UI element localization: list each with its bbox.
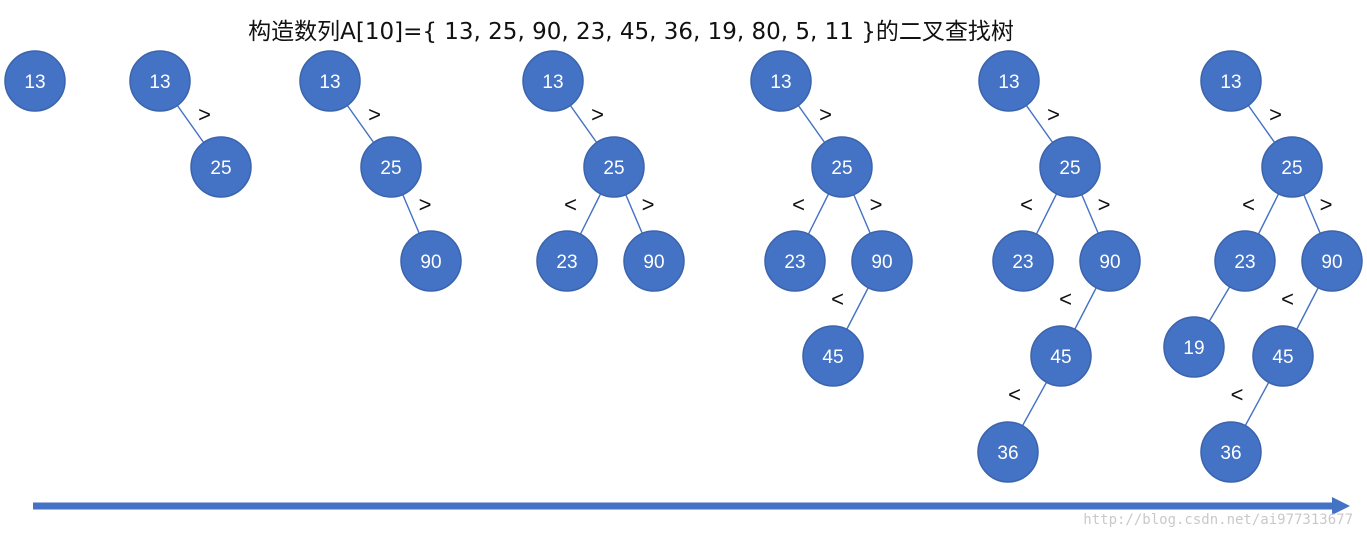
tree-node-label: 90 [871, 252, 892, 273]
comparison-label: < [792, 192, 805, 217]
tree-snapshot-7: > < > < <13 25 23 90 19 45 36 [1163, 50, 1363, 483]
tree-snapshot-5: > < > <13 25 23 90 45 [750, 50, 913, 387]
comparison-label: < [1281, 287, 1294, 312]
comparison-label: > [368, 102, 381, 127]
tree-node-label: 45 [1272, 347, 1293, 368]
comparison-label: < [1008, 382, 1021, 407]
tree-node [1200, 421, 1262, 483]
timeline-arrow-head [1332, 497, 1350, 515]
comparison-label: < [1242, 192, 1255, 217]
tree-node [811, 136, 873, 198]
tree-node-label: 13 [149, 72, 170, 93]
tree-node [802, 325, 864, 387]
tree-node [4, 50, 66, 112]
watermark: http://blog.csdn.net/ai977313677 [1083, 512, 1353, 528]
tree-node [360, 136, 422, 198]
tree-node [764, 230, 826, 292]
comparison-label: > [1047, 102, 1060, 127]
tree-node [400, 230, 462, 292]
comparison-label: > [870, 192, 883, 217]
tree-node-label: 23 [1012, 252, 1033, 273]
comparison-label: > [591, 102, 604, 127]
tree-node [1163, 316, 1225, 378]
tree-node [1030, 325, 1092, 387]
comparison-label: > [1269, 102, 1282, 127]
comparison-label: < [1059, 287, 1072, 312]
comparison-label: > [819, 102, 832, 127]
comparison-label: > [198, 102, 211, 127]
tree-node [190, 136, 252, 198]
tree-node [992, 230, 1054, 292]
tree-node-label: 25 [603, 158, 624, 179]
tree-node-label: 13 [24, 72, 45, 93]
tree-node-label: 13 [998, 72, 1019, 93]
tree-node-label: 25 [831, 158, 852, 179]
tree-node [1252, 325, 1314, 387]
tree-node-label: 13 [319, 72, 340, 93]
tree-snapshot-3: > >13 25 90 [299, 50, 462, 292]
comparison-label: < [564, 192, 577, 217]
comparison-label: > [419, 192, 432, 217]
tree-node [1261, 136, 1323, 198]
tree-node [299, 50, 361, 112]
tree-node-label: 13 [770, 72, 791, 93]
tree-node-label: 19 [1183, 338, 1204, 359]
tree-node-label: 23 [1234, 252, 1255, 273]
tree-node-label: 23 [556, 252, 577, 273]
tree-node-label: 45 [822, 347, 843, 368]
tree-node [1079, 230, 1141, 292]
tree-node-label: 90 [1099, 252, 1120, 273]
tree-node [750, 50, 812, 112]
comparison-label: < [1020, 192, 1033, 217]
tree-node [583, 136, 645, 198]
tree-snapshot-4: > < >13 25 23 90 [522, 50, 685, 292]
tree-node-label: 36 [1220, 443, 1241, 464]
tree-node [129, 50, 191, 112]
tree-node-label: 36 [997, 443, 1018, 464]
comparison-label: > [642, 192, 655, 217]
tree-snapshot-2: >13 25 [129, 50, 252, 198]
tree-node-label: 90 [643, 252, 664, 273]
tree-node-label: 25 [380, 158, 401, 179]
tree-node-label: 25 [1059, 158, 1080, 179]
comparison-label: > [1320, 192, 1333, 217]
timeline-arrow [33, 497, 1350, 515]
tree-node [623, 230, 685, 292]
comparison-label: < [1231, 382, 1244, 407]
tree-node [1039, 136, 1101, 198]
tree-node [851, 230, 913, 292]
tree-node [522, 50, 584, 112]
tree-node-label: 90 [1321, 252, 1342, 273]
tree-node-label: 13 [542, 72, 563, 93]
tree-node-label: 25 [210, 158, 231, 179]
tree-node-label: 13 [1220, 72, 1241, 93]
tree-node [1214, 230, 1276, 292]
tree-node [978, 50, 1040, 112]
comparison-label: < [831, 287, 844, 312]
tree-snapshot-1: 13 [4, 50, 66, 112]
tree-node [1200, 50, 1262, 112]
comparison-label: > [1098, 192, 1111, 217]
tree-node-label: 45 [1050, 347, 1071, 368]
tree-node [977, 421, 1039, 483]
tree-snapshot-6: > < > < <13 25 23 90 45 36 [977, 50, 1141, 483]
tree-node-label: 23 [784, 252, 805, 273]
diagram-title: 构造数列A[10]={ 13, 25, 90, 23, 45, 36, 19, … [248, 19, 1014, 45]
tree-node-label: 90 [420, 252, 441, 273]
tree-node-label: 25 [1281, 158, 1302, 179]
tree-node [1301, 230, 1363, 292]
tree-node [536, 230, 598, 292]
